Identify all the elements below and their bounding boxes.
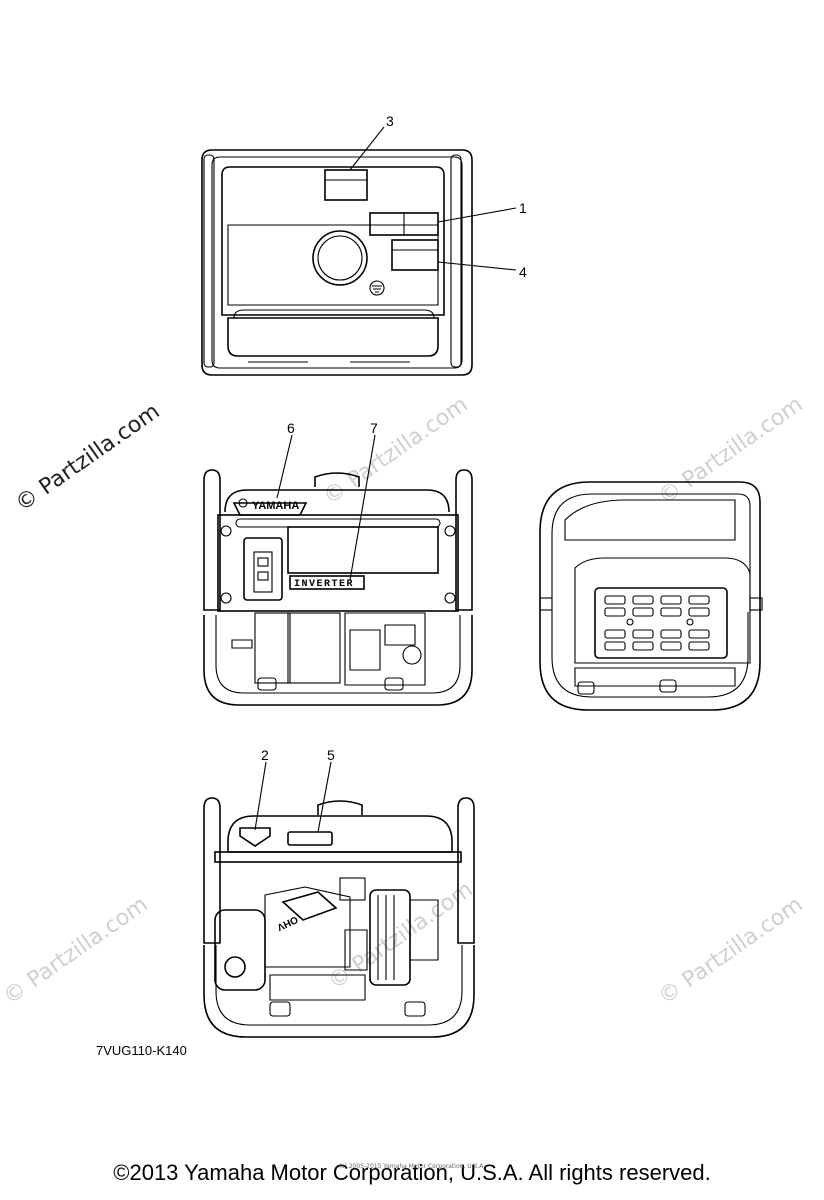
- callout-3: 3: [386, 113, 394, 129]
- callout-6: 6: [287, 420, 295, 436]
- generator-side-view: YAMAHA INVERTER: [203, 434, 473, 706]
- callout-7: 7: [370, 420, 378, 436]
- inverter-label-text: INVERTER: [294, 579, 354, 590]
- watermark-mid-right: © Partzilla.com: [654, 392, 807, 510]
- watermark-lower-center: © Partzilla.com: [324, 877, 477, 995]
- small-copyright-notice: (c) 2005-2015 Yamaha Motor Corporation, …: [338, 1163, 486, 1170]
- generator-rear-view: [539, 481, 763, 711]
- watermark-group: © Partzilla.com © Partzilla.com © Partzi…: [0, 392, 808, 1010]
- callout-2: 2: [261, 747, 269, 763]
- copyright-notice: ©2013 Yamaha Motor Corporation, U.S.A. A…: [113, 1160, 711, 1185]
- diagram-code: 7VUG110-K140: [96, 1043, 187, 1058]
- callout-numbers: 3 1 4 6 7 2 5: [261, 113, 527, 763]
- callout-1: 1: [519, 200, 527, 216]
- generator-engine-side-view: OHV: [203, 761, 475, 1038]
- yamaha-logo-text: YAMAHA: [252, 500, 299, 512]
- muffler-grid: [604, 595, 710, 651]
- callout-4: 4: [519, 264, 527, 280]
- callout-5: 5: [327, 747, 335, 763]
- generator-front-panel-view: [201, 126, 517, 376]
- watermark-main: © Partzilla.com: [11, 399, 164, 517]
- watermark-lower-left: © Partzilla.com: [0, 892, 153, 1010]
- ohv-label-text: OHV: [275, 913, 300, 932]
- watermark-lower-right: © Partzilla.com: [654, 892, 807, 1010]
- watermark-top-right: © Partzilla.com: [319, 392, 472, 510]
